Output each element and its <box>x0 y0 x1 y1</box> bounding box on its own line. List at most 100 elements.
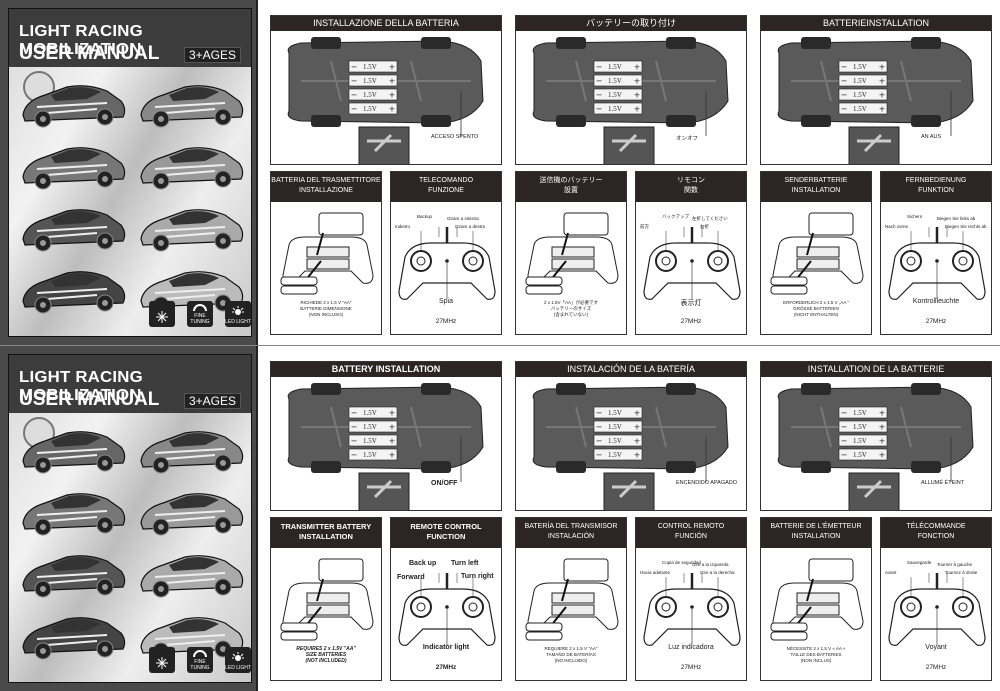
remote-function-section: リモコン関数 前方 バックアップ 左折してください 右折 表示灯 27MHz <box>635 171 747 335</box>
remote-control-diagram <box>888 227 986 300</box>
frequency-label: 27MHz <box>680 318 702 325</box>
battery-requirement-note: 2 x 1.5V「AA」が必要ですバッテリーのサイズ(含まれていない) <box>520 300 622 318</box>
battery-voltage-label: 1.5V <box>608 409 622 417</box>
svg-text:−: − <box>351 91 358 100</box>
text-line: TAMAÑO DE BATERÍAS <box>546 652 596 657</box>
fine-tuning-icon: FINE TUNING <box>187 647 213 673</box>
car-battery-section: INSTALLATION DE LA BATTERIE +−−++−−+ 1.5… <box>760 361 992 511</box>
battery-requirement-note: RICHIEDE 2 x 1.5 V "AA"BATTERIE DIMENSIO… <box>275 300 377 318</box>
section-title: INSTALLATION DE LA BATTERIE <box>761 362 991 377</box>
section-title: BATTERIA DEL TRASMETTITORE INSTALLAZIONE <box>271 172 381 202</box>
battery-cell: −+ <box>348 420 398 433</box>
battery-requirement-note: ERFORDERLICH 2 x 1.5 V „AA "GRÖSSE BATTE… <box>765 300 867 318</box>
indicator-light-label: Voyant <box>925 644 947 651</box>
indicator-light-label: Indicator light <box>422 644 470 651</box>
battery-voltage-label: 1.5V <box>608 451 622 459</box>
text-line: INSTALLAZIONE <box>299 187 353 194</box>
forward-label: Nach vorne <box>885 224 909 229</box>
frequency-label: 27MHz <box>925 318 947 325</box>
feature-label: FINE TUNING <box>190 313 210 325</box>
text-line: FUNCTION <box>426 532 466 541</box>
svg-text:+: + <box>389 77 396 86</box>
battery-cell: −+ <box>348 102 398 115</box>
cover-title: LIGHT RACING MOBILIZATION <box>19 369 143 404</box>
battery-cell: +− <box>593 406 643 419</box>
on-off-switch-label: AN AUS <box>921 134 942 140</box>
car-illustration <box>135 79 247 131</box>
text-line: BATERÍA DEL TRANSMISOR <box>524 523 618 530</box>
battery-cell: −+ <box>593 102 643 115</box>
feature-label: LED LIGHT <box>225 319 251 325</box>
cover-subtitle: USER MANUAL <box>19 43 160 64</box>
battery-cell: −+ <box>348 74 398 87</box>
battery-cell: −+ <box>838 420 888 433</box>
turn-right-label: Tournez à droite <box>945 570 978 575</box>
svg-text:−: − <box>596 63 603 72</box>
text-line: (NON INCLUSO) <box>308 312 344 317</box>
transmitter-battery-diagram <box>525 212 619 295</box>
turn-right-label: Biegen Sie rechts ab <box>945 224 987 229</box>
car-illustration <box>135 487 247 539</box>
text-line: (NICHT ENTHALTEN) <box>793 312 839 317</box>
transmitter-battery-section: 送信機のバッテリー設置 2 x 1.5V「AA」が必要ですバッテリーのサイズ(含… <box>515 171 627 335</box>
text-line: BATTERIE DE L'ÉMETTEUR <box>770 523 862 530</box>
battery-voltage-label: 1.5V <box>363 77 377 85</box>
remote-control-diagram <box>643 573 741 646</box>
battery-requirement-note: REQUIERE 2 x 1.5 V "AA"TAMAÑO DE BATERÍA… <box>520 646 622 664</box>
backup-label: Sichern <box>907 214 923 219</box>
section-title: BATTERY INSTALLATION <box>271 362 501 377</box>
cover-title: LIGHT RACING MOBILIZATION <box>19 23 143 58</box>
drift-icon <box>149 301 175 327</box>
svg-text:−: − <box>596 423 603 432</box>
battery-cell: −+ <box>348 448 398 461</box>
car-illustration <box>17 611 129 663</box>
fine-tuning-icon: FINE TUNING <box>187 301 213 327</box>
turn-left-label: Biegen Sie links ab <box>937 216 976 221</box>
car-illustration <box>17 425 129 477</box>
battery-cell: −+ <box>593 448 643 461</box>
car-illustration <box>17 265 129 317</box>
cover-header: LIGHT RACING MOBILIZATION USER MANUAL 3+… <box>9 9 251 67</box>
frequency-label: 27MHz <box>680 664 702 671</box>
text-line: 設置 <box>564 187 578 194</box>
battery-voltage-label: 1.5V <box>608 77 622 85</box>
cover-subtitle: USER MANUAL <box>19 389 160 410</box>
text-line: FUNCIÓN <box>675 533 707 540</box>
battery-cell: −+ <box>593 420 643 433</box>
remote-control-diagram <box>398 573 496 646</box>
svg-text:−: − <box>841 437 848 446</box>
text-line: BATTERIA DEL TRASMETTITORE <box>271 177 381 184</box>
indicator-light-label: Spia <box>438 298 453 305</box>
forward-label: Hacia adelante <box>640 570 671 575</box>
svg-text:−: − <box>596 91 603 100</box>
svg-text:+: + <box>389 409 396 418</box>
car-illustration <box>135 141 247 193</box>
battery-voltage-label: 1.5V <box>363 409 377 417</box>
svg-text:+: + <box>879 423 886 432</box>
svg-text:+: + <box>879 91 886 100</box>
text-line: FERNBEDIENUNG <box>905 177 967 184</box>
svg-text:+: + <box>879 63 886 72</box>
text-line: INSTALLATION <box>791 187 841 194</box>
battery-voltage-label: 1.5V <box>608 437 622 445</box>
svg-text:+: + <box>634 91 641 100</box>
battery-voltage-label: 1.5V <box>608 63 622 71</box>
battery-voltage-label: 1.5V <box>853 63 867 71</box>
text-line: (NO INCLUIDO) <box>554 658 588 663</box>
battery-cell: +− <box>593 60 643 73</box>
battery-voltage-label: 1.5V <box>363 437 377 445</box>
battery-cell: +− <box>593 88 643 101</box>
text-line: 関数 <box>684 187 698 194</box>
